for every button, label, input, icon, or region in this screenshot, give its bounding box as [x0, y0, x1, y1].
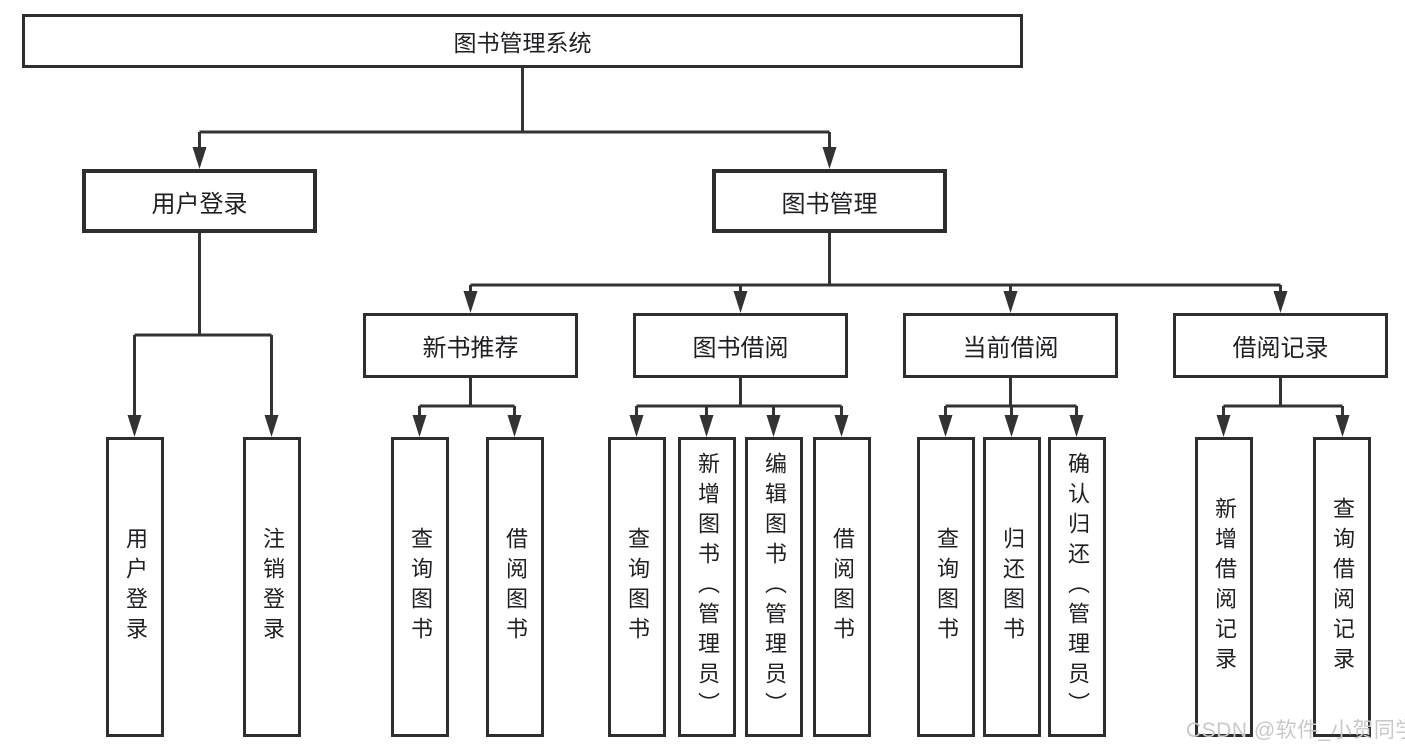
- connector-borrowing-records-to-leaves: [1216, 378, 1350, 437]
- connector-root-to-level2: [192, 68, 837, 169]
- arrowhead: [699, 415, 714, 437]
- node-book-borrowing: 图书借阅: [633, 313, 848, 378]
- leaf-recommend-borrow-books: 借阅图书: [486, 437, 544, 737]
- leaf-records-add-record: 新增借阅记录: [1195, 437, 1253, 737]
- node-user-login: 用户登录: [82, 169, 317, 233]
- arrowhead: [507, 415, 522, 437]
- arrowhead: [1216, 415, 1231, 437]
- arrowhead: [412, 415, 427, 437]
- leaf-current-confirm-return-admin: 确认归还（管理员）: [1048, 437, 1106, 737]
- arrowhead: [1004, 415, 1019, 437]
- leaf-borrowing-query-books: 查询图书: [608, 437, 666, 737]
- node-library-management-system: 图书管理系统: [22, 14, 1023, 68]
- connector-current-borrowing-to-leaves: [938, 378, 1084, 437]
- leaf-current-query-books: 查询图书: [917, 437, 975, 737]
- arrowhead: [192, 147, 207, 169]
- connector-book-borrowing-to-leaves: [629, 378, 849, 437]
- arrowhead: [1003, 291, 1018, 313]
- csdn-watermark: CSDN @软件_小贺同学: [1186, 719, 1405, 742]
- arrowhead: [1335, 415, 1350, 437]
- node-book-management: 图书管理: [712, 169, 947, 233]
- arrowhead: [834, 415, 849, 437]
- arrowhead: [629, 415, 644, 437]
- arrowhead: [822, 147, 837, 169]
- connector-user-login-to-leaves: [127, 233, 279, 437]
- arrowhead: [264, 415, 279, 437]
- leaf-recommend-query-books: 查询图书: [391, 437, 449, 737]
- leaf-borrowing-edit-books-admin: 编辑图书（管理员）: [745, 437, 803, 737]
- leaf-borrowing-borrow-books: 借阅图书: [813, 437, 871, 737]
- arrowhead: [1069, 415, 1084, 437]
- arrowhead: [733, 291, 748, 313]
- arrowhead: [463, 291, 478, 313]
- arrowhead: [938, 415, 953, 437]
- arrowhead: [127, 415, 142, 437]
- connector-new-book-recommend-to-leaves: [412, 378, 522, 437]
- node-current-borrowing: 当前借阅: [903, 313, 1118, 378]
- leaf-current-return-books: 归还图书: [983, 437, 1041, 737]
- node-borrowing-records: 借阅记录: [1173, 313, 1388, 378]
- arrowhead: [1273, 291, 1288, 313]
- leaf-user-login: 用户登录: [106, 437, 164, 737]
- leaf-records-query-record: 查询借阅记录: [1313, 437, 1371, 737]
- node-new-book-recommend: 新书推荐: [363, 313, 578, 378]
- arrowhead: [766, 415, 781, 437]
- leaf-logout: 注销登录: [243, 437, 301, 737]
- connector-book-management-to-level3: [463, 233, 1288, 313]
- leaf-borrowing-add-books-admin: 新增图书（管理员）: [678, 437, 736, 737]
